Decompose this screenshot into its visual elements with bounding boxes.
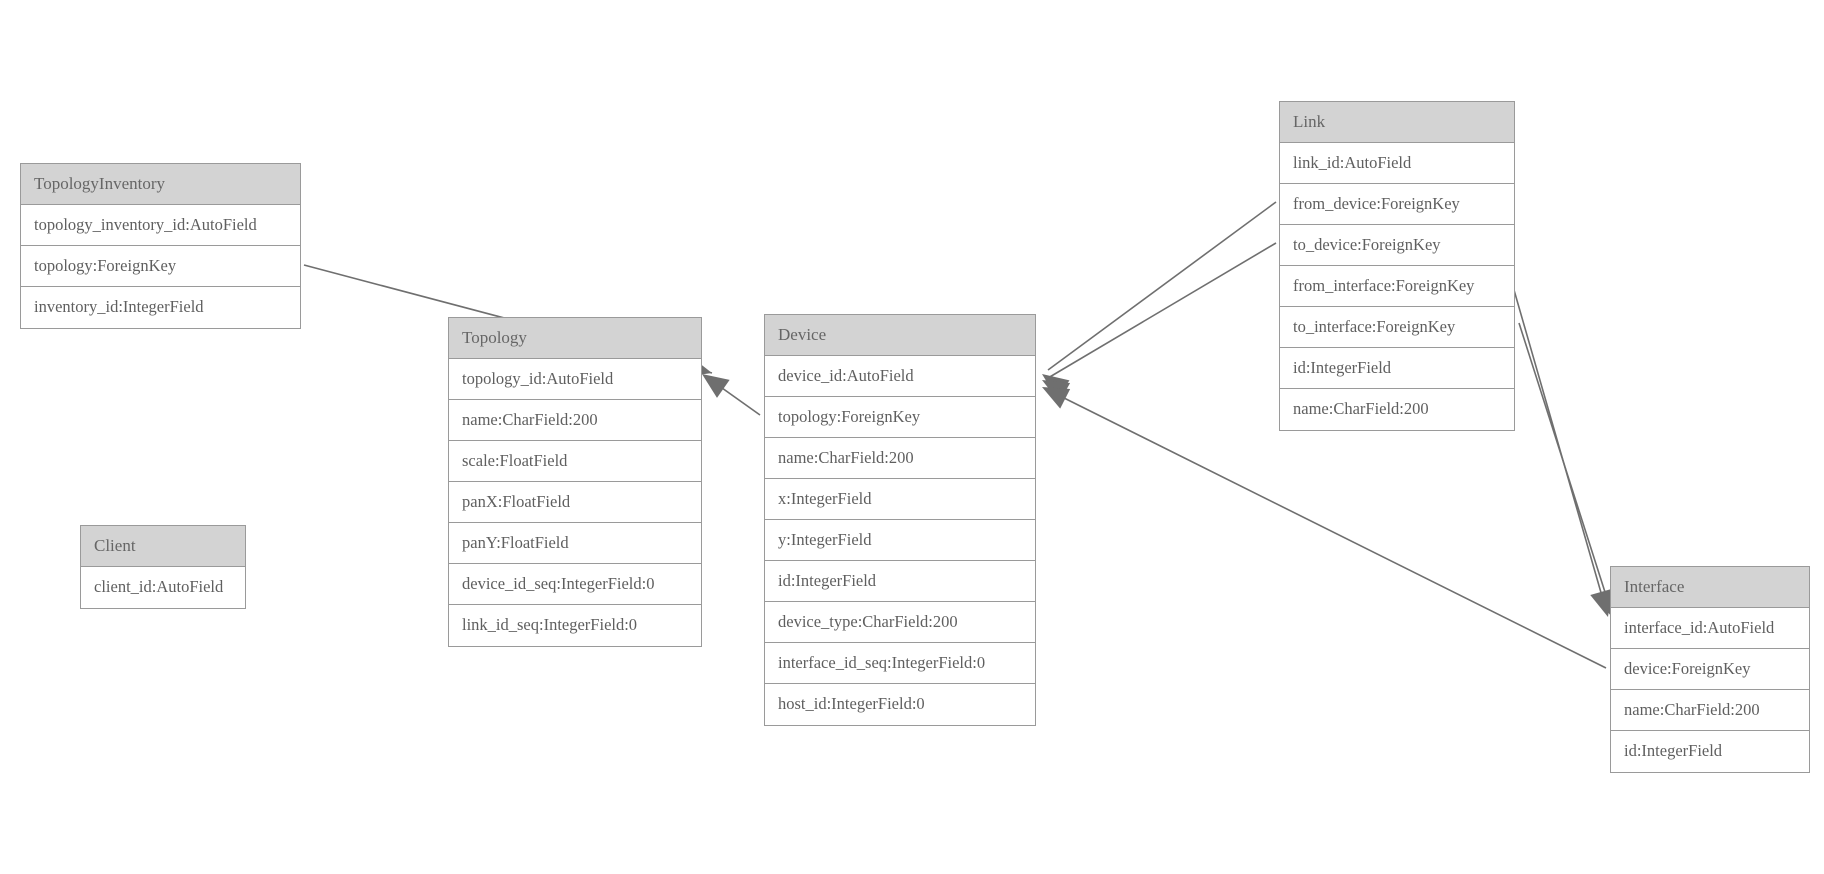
entity-title-interface: Interface bbox=[1611, 567, 1809, 608]
entity-field-row[interactable]: name:CharField:200 bbox=[1280, 389, 1514, 430]
relation-line bbox=[1047, 242, 1277, 379]
entity-field-row[interactable]: to_interface:ForeignKey bbox=[1280, 307, 1514, 348]
relation-arrowhead bbox=[1042, 374, 1070, 399]
entity-field-row[interactable]: topology_inventory_id:AutoField bbox=[21, 205, 300, 246]
entity-field-row[interactable]: id:IntegerField bbox=[1611, 731, 1809, 772]
entity-title-topology: Topology bbox=[449, 318, 701, 359]
entity-field-row[interactable]: inventory_id:IntegerField bbox=[21, 287, 300, 328]
entity-field-row[interactable]: topology:ForeignKey bbox=[765, 397, 1035, 438]
entity-field-row[interactable]: from_interface:ForeignKey bbox=[1280, 266, 1514, 307]
entity-title-link: Link bbox=[1280, 102, 1514, 143]
entity-field-row[interactable]: host_id:IntegerField:0 bbox=[765, 684, 1035, 725]
entity-field-row[interactable]: x:IntegerField bbox=[765, 479, 1035, 520]
entity-field-row[interactable]: panX:FloatField bbox=[449, 482, 701, 523]
entity-field-row[interactable]: id:IntegerField bbox=[765, 561, 1035, 602]
entity-field-row[interactable]: to_device:ForeignKey bbox=[1280, 225, 1514, 266]
relation-link-from_device-device bbox=[1042, 201, 1277, 399]
relation-line bbox=[707, 377, 761, 416]
entity-field-row[interactable]: id:IntegerField bbox=[1280, 348, 1514, 389]
relation-link-to_interface-interface bbox=[1518, 322, 1615, 617]
entity-field-row[interactable]: device_type:CharField:200 bbox=[765, 602, 1035, 643]
entity-field-row[interactable]: interface_id:AutoField bbox=[1611, 608, 1809, 649]
relation-link-from_interface-interface bbox=[1511, 282, 1612, 617]
relation-line bbox=[1511, 282, 1607, 611]
entity-field-row[interactable]: device_id:AutoField bbox=[765, 356, 1035, 397]
entity-field-row[interactable]: topology:ForeignKey bbox=[21, 246, 300, 287]
entity-title-topologyinventory: TopologyInventory bbox=[21, 164, 300, 205]
entity-field-row[interactable]: name:CharField:200 bbox=[765, 438, 1035, 479]
relation-link-to_device-device bbox=[1042, 242, 1277, 403]
entity-field-row[interactable]: interface_id_seq:IntegerField:0 bbox=[765, 643, 1035, 684]
entity-field-row[interactable]: name:CharField:200 bbox=[449, 400, 701, 441]
entity-title-client: Client bbox=[81, 526, 245, 567]
relation-arrowhead bbox=[1042, 387, 1071, 409]
entity-field-row[interactable]: topology_id:AutoField bbox=[449, 359, 701, 400]
relation-arrowhead bbox=[1042, 380, 1071, 403]
relation-line bbox=[1047, 389, 1607, 669]
entity-field-row[interactable]: name:CharField:200 bbox=[1611, 690, 1809, 731]
relation-line bbox=[1047, 201, 1277, 371]
entity-field-row[interactable]: y:IntegerField bbox=[765, 520, 1035, 561]
entity-field-row[interactable]: scale:FloatField bbox=[449, 441, 701, 482]
entity-field-row[interactable]: link_id:AutoField bbox=[1280, 143, 1514, 184]
entity-field-row[interactable]: from_device:ForeignKey bbox=[1280, 184, 1514, 225]
entity-field-row[interactable]: panY:FloatField bbox=[449, 523, 701, 564]
entity-title-device: Device bbox=[765, 315, 1035, 356]
relation-device-topology bbox=[702, 374, 761, 416]
entity-field-row[interactable]: device:ForeignKey bbox=[1611, 649, 1809, 690]
entity-field-row[interactable]: device_id_seq:IntegerField:0 bbox=[449, 564, 701, 605]
entity-field-row[interactable]: link_id_seq:IntegerField:0 bbox=[449, 605, 701, 646]
relation-line bbox=[1518, 322, 1613, 615]
entity-field-row[interactable]: client_id:AutoField bbox=[81, 567, 245, 608]
